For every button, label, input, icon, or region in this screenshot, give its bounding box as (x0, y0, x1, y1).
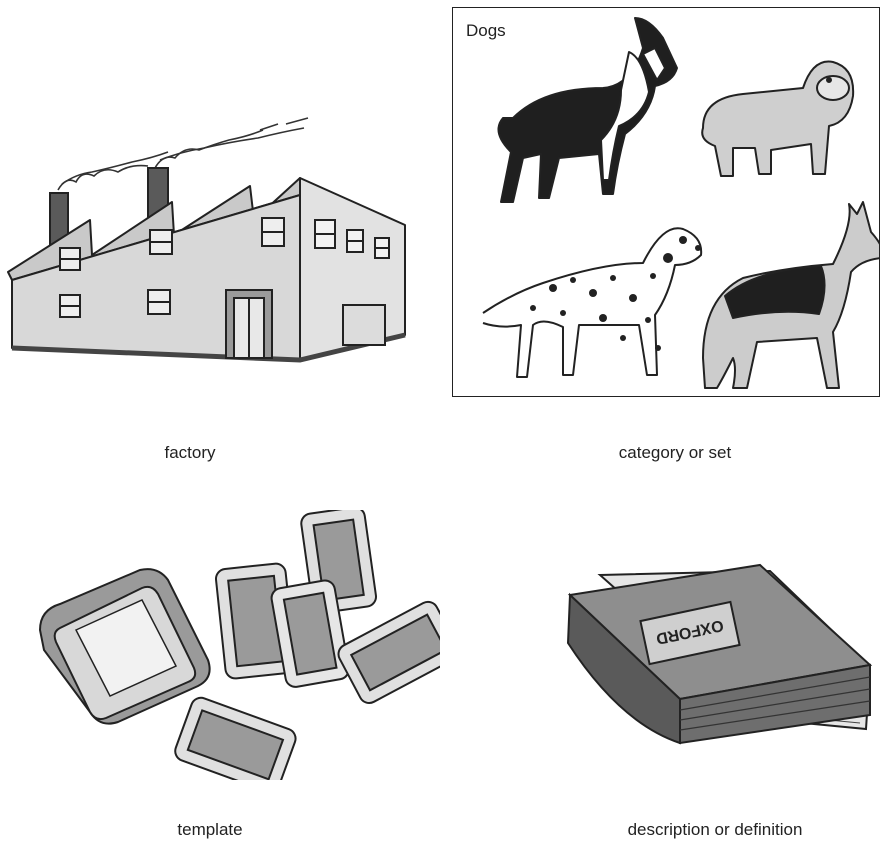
dogs-illustration (453, 8, 879, 396)
cookies (172, 510, 440, 780)
template-caption: template (150, 820, 270, 840)
dictionary-illustration: OXFORD (540, 555, 880, 755)
factory-caption: factory (110, 443, 270, 463)
description-caption: description or definition (565, 820, 865, 840)
bulldog (702, 62, 853, 176)
dalmatian (483, 228, 701, 377)
german-shepherd (703, 202, 879, 388)
template-panel (30, 510, 440, 780)
dogs-box: Dogs (452, 7, 880, 397)
smoke (58, 118, 308, 190)
mold-tray (40, 569, 210, 724)
boston-terrier (499, 18, 678, 202)
description-panel: OXFORD (540, 555, 880, 755)
factory-illustration (0, 90, 420, 390)
category-caption: category or set (560, 443, 790, 463)
factory-panel (0, 90, 420, 390)
template-illustration (30, 510, 440, 780)
